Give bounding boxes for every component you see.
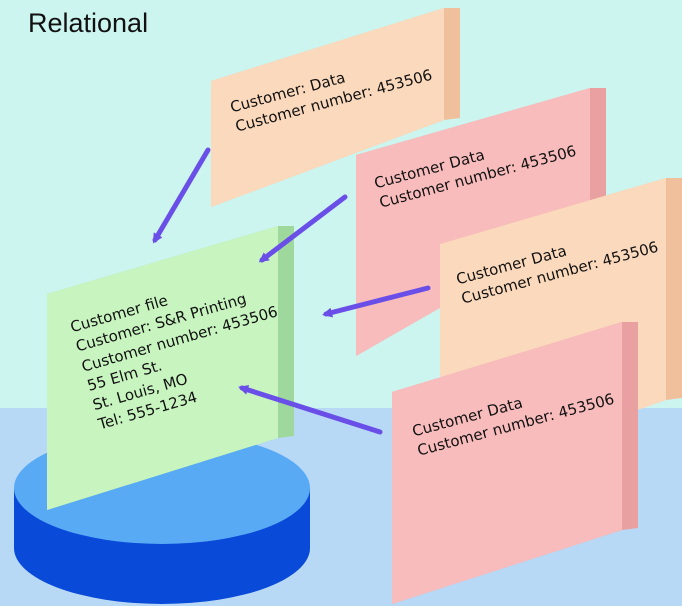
- arrow-1: [152, 147, 211, 244]
- table-panel-1: [211, 8, 460, 207]
- diagram-title: Relational: [28, 8, 149, 38]
- arrow-2: [258, 194, 348, 263]
- arrow-3: [322, 285, 431, 318]
- arrow-4: [238, 385, 383, 435]
- table-panel-4: [392, 322, 638, 604]
- customer-file-panel: [47, 226, 294, 510]
